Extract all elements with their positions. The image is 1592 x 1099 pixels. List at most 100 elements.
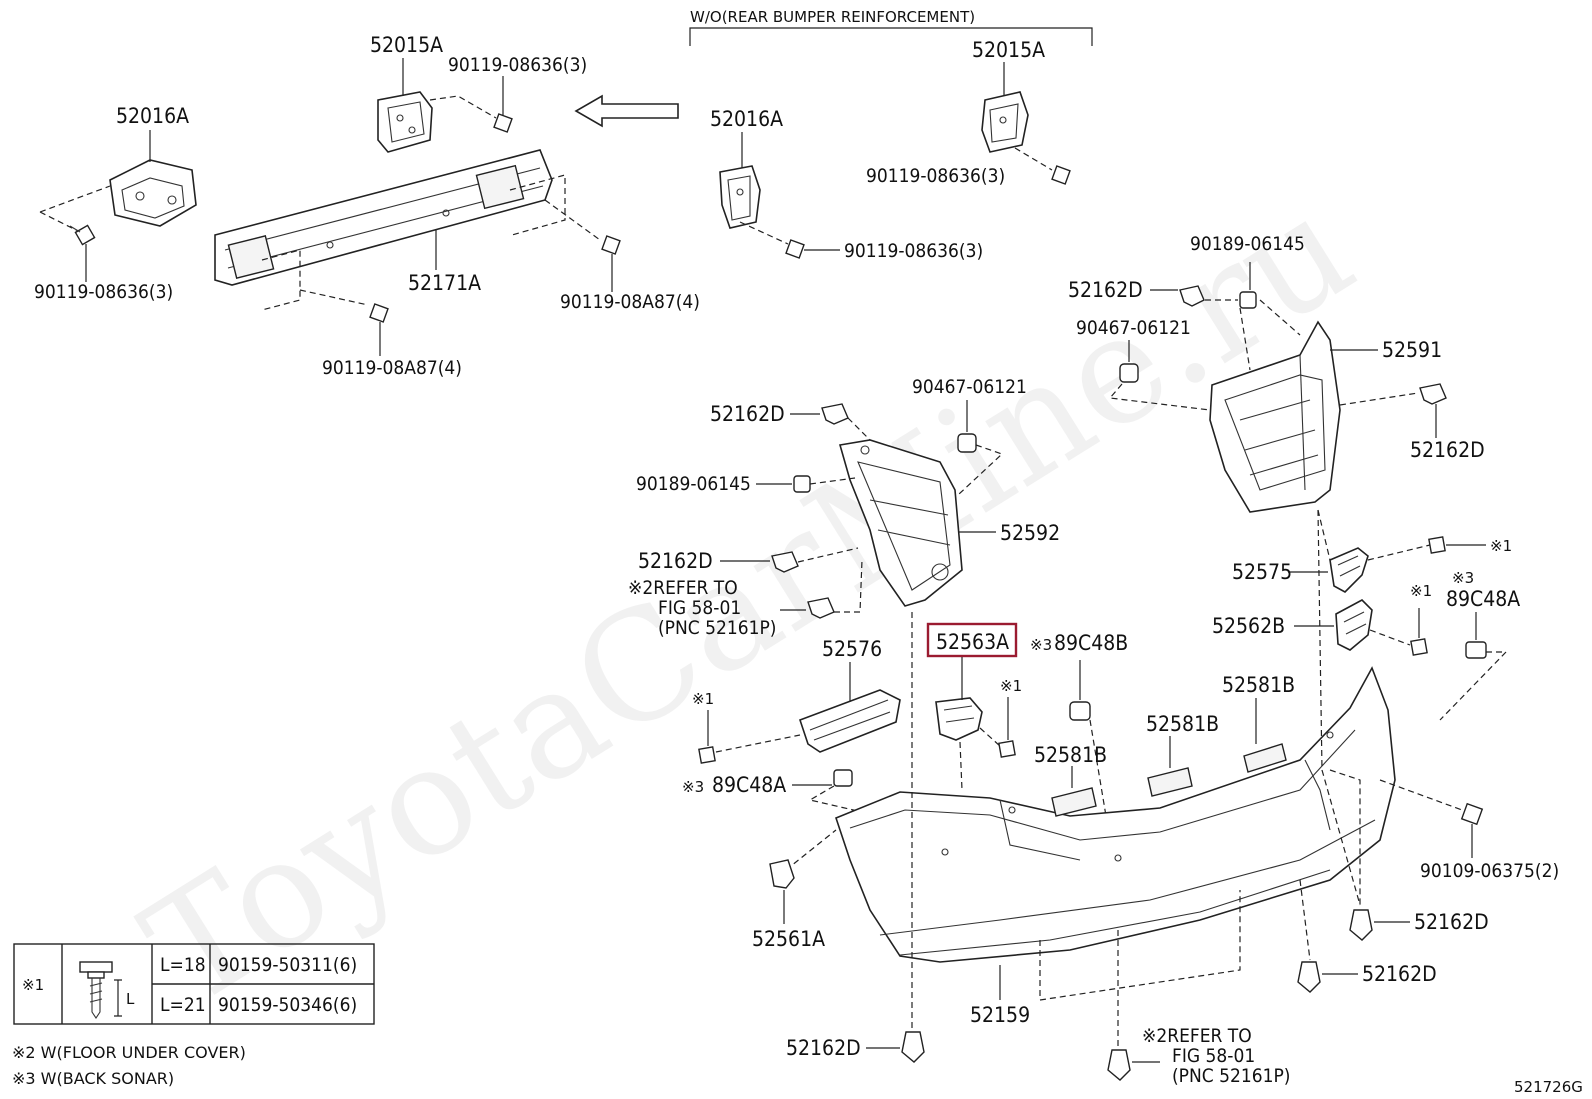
- refer-note-bottom-2: FIG 58-01: [1172, 1045, 1255, 1067]
- header-note: W/O(REAR BUMPER REINFORCEMENT): [690, 8, 975, 26]
- mark1-b: ※1: [1410, 582, 1432, 600]
- legend-mark: ※1: [22, 976, 44, 994]
- mark1-a: ※1: [1490, 537, 1512, 555]
- nut-icon: [957, 433, 977, 453]
- label-52162D-a: 52162D: [1068, 278, 1143, 302]
- refer-note-left-1: ※2REFER TO: [628, 577, 738, 599]
- label-89C48A-left: 89C48A: [712, 773, 786, 797]
- sensor-holder-icon: [833, 769, 853, 787]
- clip-icon: [901, 1031, 925, 1063]
- label-52162D-d: 52162D: [638, 549, 713, 573]
- clip-icon: [1349, 909, 1373, 941]
- screw-icon: [698, 746, 716, 764]
- legend-length-1: L=18: [160, 954, 206, 976]
- label-52159: 52159: [970, 1003, 1030, 1027]
- label-90189-06145-a: 90189-06145: [1190, 233, 1305, 255]
- clip-icon: [1239, 291, 1257, 309]
- label-52575: 52575: [1232, 560, 1292, 584]
- label-90467-06121-a: 90467-06121: [1076, 317, 1191, 339]
- header-note-group: W/O(REAR BUMPER REINFORCEMENT): [689, 8, 1093, 46]
- bolt-icon: [785, 239, 805, 259]
- label-90467-06121-b: 90467-06121: [912, 376, 1027, 398]
- refer-note-bottom-3: (PNC 52161P): [1172, 1065, 1290, 1087]
- retainer-52592[interactable]: [838, 439, 963, 607]
- label-89C48B: 89C48B: [1054, 631, 1128, 655]
- label-90119-08636-left: 90119-08636(3): [34, 281, 173, 303]
- sensor-holder-icon: [1465, 641, 1487, 659]
- label-52592: 52592: [1000, 521, 1060, 545]
- label-90119-08A87-bottom: 90119-08A87(4): [322, 357, 462, 379]
- legend-part-1: 90159-50311(6): [218, 954, 357, 976]
- bracket-52563A[interactable]: [935, 697, 983, 741]
- label-52015A-right: 52015A: [972, 38, 1045, 62]
- label-52171A: 52171A: [408, 271, 481, 295]
- label-90109-06375: 90109-06375(2): [1420, 860, 1559, 882]
- footnote-2: ※3 W(BACK SONAR): [12, 1069, 174, 1088]
- bolt-icon: [601, 235, 621, 255]
- label-52576: 52576: [822, 637, 882, 661]
- clip-icon: [1419, 383, 1447, 405]
- clip-icon: [1179, 285, 1205, 307]
- bolt-icon: [69, 224, 96, 246]
- label-52162D-g: 52162D: [786, 1036, 861, 1060]
- direction-arrow-icon: [574, 94, 679, 128]
- legend-table: ※1 L L=18 90159-50311(6) L=21 90159-5034…: [13, 943, 375, 1025]
- mark3-a: ※3: [1452, 569, 1474, 587]
- label-52561A: 52561A: [752, 927, 825, 951]
- mark3-b: ※3: [1030, 636, 1052, 654]
- bracket-52575[interactable]: [1329, 547, 1369, 593]
- bracket-52016A-left[interactable]: [109, 159, 197, 227]
- label-90119-08636-right1: 90119-08636(3): [866, 165, 1005, 187]
- retainer-52591[interactable]: [1209, 320, 1341, 513]
- label-52162D-e: 52162D: [1414, 910, 1489, 934]
- reinforcement-52171A[interactable]: [214, 149, 553, 286]
- mark1-d: ※1: [692, 690, 714, 708]
- clip-52561A[interactable]: [769, 859, 795, 889]
- bracket-52015A-top[interactable]: [377, 91, 433, 153]
- label-52563A[interactable]: 52563A: [936, 630, 1009, 654]
- legend-dimension-letter: L: [126, 990, 135, 1008]
- label-52562B: 52562B: [1212, 614, 1285, 638]
- clip-icon: [793, 475, 811, 493]
- pad-52581B-b[interactable]: [1147, 767, 1193, 797]
- legend-length-2: L=21: [160, 994, 206, 1016]
- highlight-box-52563A[interactable]: [926, 622, 1018, 658]
- clip-icon: [1297, 961, 1321, 993]
- label-90119-08A87-right: 90119-08A87(4): [560, 291, 700, 313]
- refer-note-bottom-1: ※2REFER TO: [1142, 1025, 1252, 1047]
- mark1-c: ※1: [1000, 677, 1022, 695]
- label-52016A-right: 52016A: [710, 107, 783, 131]
- label-52591: 52591: [1382, 338, 1442, 362]
- pad-52581B-c[interactable]: [1243, 743, 1287, 773]
- clip-icon: [1107, 1049, 1131, 1081]
- label-52162D-f: 52162D: [1362, 962, 1437, 986]
- footnote-1: ※2 W(FLOOR UNDER COVER): [12, 1043, 246, 1062]
- mark3-c: ※3: [682, 778, 704, 796]
- label-52016A-left: 52016A: [116, 104, 189, 128]
- label-90119-08636-right2: 90119-08636(3): [844, 240, 983, 262]
- pad-52581B-a[interactable]: [1051, 787, 1097, 817]
- figure-code: 521726G: [1514, 1078, 1583, 1096]
- clip-icon: [821, 403, 849, 425]
- bolt-icon: [369, 303, 389, 323]
- label-52581B-a: 52581B: [1034, 743, 1107, 767]
- label-52162D-b: 52162D: [1410, 438, 1485, 462]
- bolt-icon: [493, 113, 513, 133]
- bolt-icon: [1051, 165, 1071, 185]
- label-52162D-c: 52162D: [710, 402, 785, 426]
- sensor-holder-icon: [1069, 701, 1091, 721]
- screw-icon: [1410, 638, 1428, 656]
- label-90119-08636-top: 90119-08636(3): [448, 54, 587, 76]
- screw-icon: [1428, 536, 1446, 554]
- label-90189-06145-b: 90189-06145: [636, 473, 751, 495]
- refer-note-left-2: FIG 58-01: [658, 597, 741, 619]
- refer-note-left-3: (PNC 52161P): [658, 617, 776, 639]
- clip-icon: [807, 597, 835, 619]
- label-52581B-c: 52581B: [1222, 673, 1295, 697]
- bracket-52576[interactable]: [798, 689, 901, 753]
- bumper-cover-52159[interactable]: [835, 666, 1396, 963]
- bracket-52016A-right[interactable]: [719, 165, 761, 229]
- bracket-52015A-right[interactable]: [981, 91, 1029, 153]
- bracket-52562B[interactable]: [1335, 599, 1373, 651]
